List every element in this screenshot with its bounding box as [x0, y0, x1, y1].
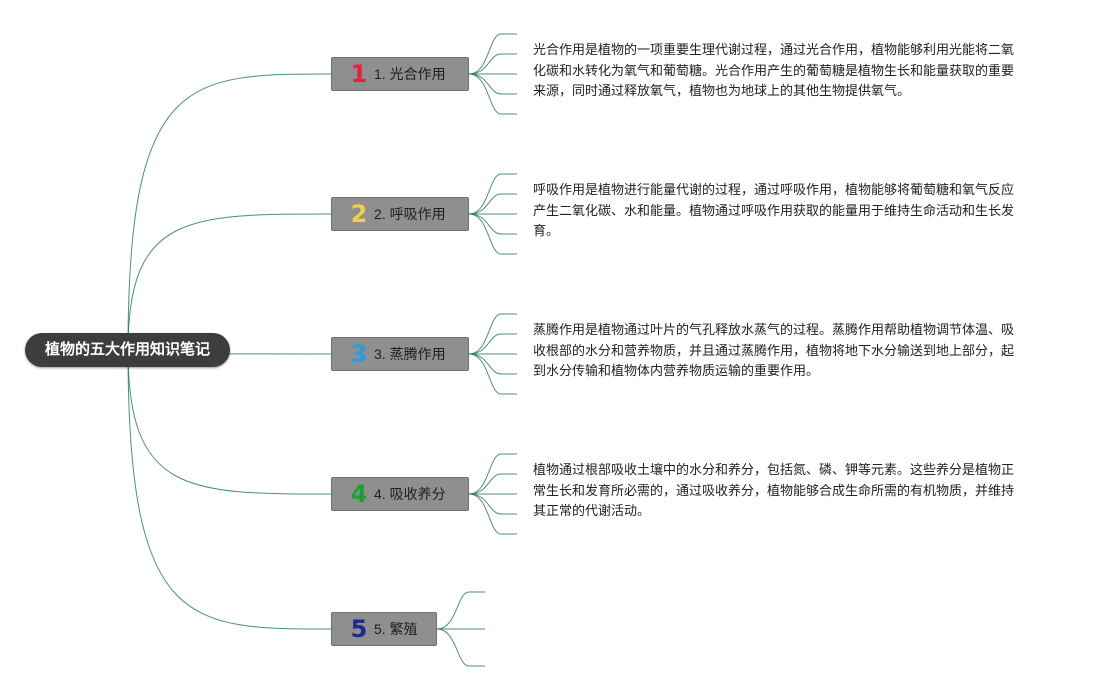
topic-transpiration[interactable]: 3 3. 蒸腾作用: [331, 337, 469, 371]
note-transpiration: 蒸腾作用是植物通过叶片的气孔释放水蒸气的过程。蒸腾作用帮助植物调节体温、吸收根部…: [533, 322, 1015, 378]
topic-label: 2. 呼吸作用: [374, 206, 446, 222]
root-to-topic-5-line: [127, 349, 332, 630]
topic-photosynthesis[interactable]: 1 1. 光合作用: [331, 57, 469, 91]
topic-2-branch-2-line: [468, 193, 517, 215]
topic-1-branch-5-line: [468, 73, 517, 115]
topic-4-branch-2-line: [468, 473, 517, 495]
topic-label: 5. 繁殖: [374, 621, 418, 637]
topic-nutrient-absorption[interactable]: 4 4. 吸收养分: [331, 477, 469, 511]
root-to-topic-4-line: [127, 349, 332, 495]
topic-5-branch-1-line: [436, 591, 485, 630]
topic-4-branch-1-line: [468, 453, 517, 495]
topic-4-branch-5-line: [468, 493, 517, 535]
topic-2-branch-1-line: [468, 173, 517, 215]
topic-respiration[interactable]: 2 2. 呼吸作用: [331, 197, 469, 231]
note-photosynthesis: 光合作用是植物的一项重要生理代谢过程，通过光合作用，植物能够利用光能将二氧化碳和…: [533, 42, 1015, 98]
note-respiration: 呼吸作用是植物进行能量代谢的过程，通过呼吸作用，植物能够将葡萄糖和氧气反应产生二…: [533, 182, 1015, 238]
number-4-icon: 4: [350, 480, 368, 508]
topic-reproduction[interactable]: 5 5. 繁殖: [331, 612, 437, 646]
number-1-icon: 1: [350, 60, 368, 88]
root-to-topic-1-line: [127, 73, 332, 351]
topic-label: 4. 吸收养分: [374, 486, 446, 502]
topic-label: 1. 光合作用: [374, 66, 446, 82]
topic-3-branch-2-line: [468, 333, 517, 355]
number-2-icon: 2: [350, 200, 368, 228]
topic-label: 3. 蒸腾作用: [374, 346, 446, 362]
number-5-icon: 5: [350, 615, 368, 643]
root-topic-label: 植物的五大作用知识笔记: [44, 341, 210, 358]
root-to-topic-2-line: [127, 213, 332, 351]
topic-3-branch-1-line: [468, 313, 517, 355]
topic-5-branch-3-line: [436, 628, 485, 667]
number-3-icon: 3: [350, 340, 368, 368]
topic-1-branch-2-line: [468, 53, 517, 75]
topic-1-branch-1-line: [468, 33, 517, 75]
root-topic[interactable]: 植物的五大作用知识笔记: [25, 333, 230, 367]
note-nutrient-absorption: 植物通过根部吸收土壤中的水分和养分，包括氮、磷、钾等元素。这些养分是植物正常生长…: [533, 462, 1015, 518]
topic-1-branch-4-line: [468, 73, 517, 95]
topic-4-branch-4-line: [468, 493, 517, 515]
topic-3-branch-4-line: [468, 353, 517, 375]
topic-3-branch-5-line: [468, 353, 517, 395]
topic-2-branch-5-line: [468, 213, 517, 255]
topic-2-branch-4-line: [468, 213, 517, 235]
